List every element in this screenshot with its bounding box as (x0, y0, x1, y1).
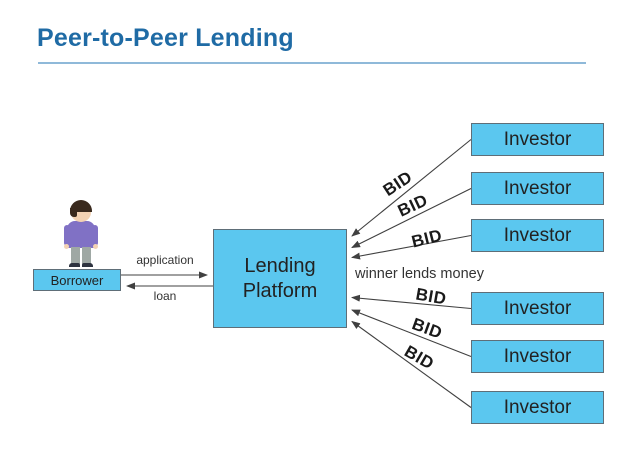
person-hand (64, 244, 69, 249)
person-arm (92, 225, 98, 246)
borrower-person-icon (59, 200, 103, 269)
investor-node: Investor (471, 172, 604, 205)
person-hair (70, 208, 77, 217)
person-hand (93, 244, 98, 249)
person-shoe (82, 263, 93, 267)
person-leg (71, 247, 80, 264)
arrow-bid-1 (351, 139, 472, 237)
person-leg (82, 247, 91, 264)
bid-label: BID (401, 341, 438, 374)
title-divider (38, 62, 586, 64)
investor-node: Investor (471, 292, 604, 325)
investor-node: Investor (471, 123, 604, 156)
borrower-node: Borrower (33, 269, 121, 291)
application-arrow-label: application (136, 253, 194, 267)
investor-node: Investor (471, 219, 604, 252)
investor-node: Investor (471, 391, 604, 424)
page-title: Peer-to-Peer Lending (37, 24, 294, 52)
winner-lends-money-label: winner lends money (355, 266, 484, 282)
bid-label: BID (409, 225, 445, 252)
loan-arrow-label: loan (153, 289, 177, 303)
investor-node: Investor (471, 340, 604, 373)
lending-platform-node: Lending Platform (213, 229, 347, 328)
person-shoe (69, 263, 80, 267)
person-body (67, 221, 95, 248)
bid-label: BID (414, 284, 448, 309)
